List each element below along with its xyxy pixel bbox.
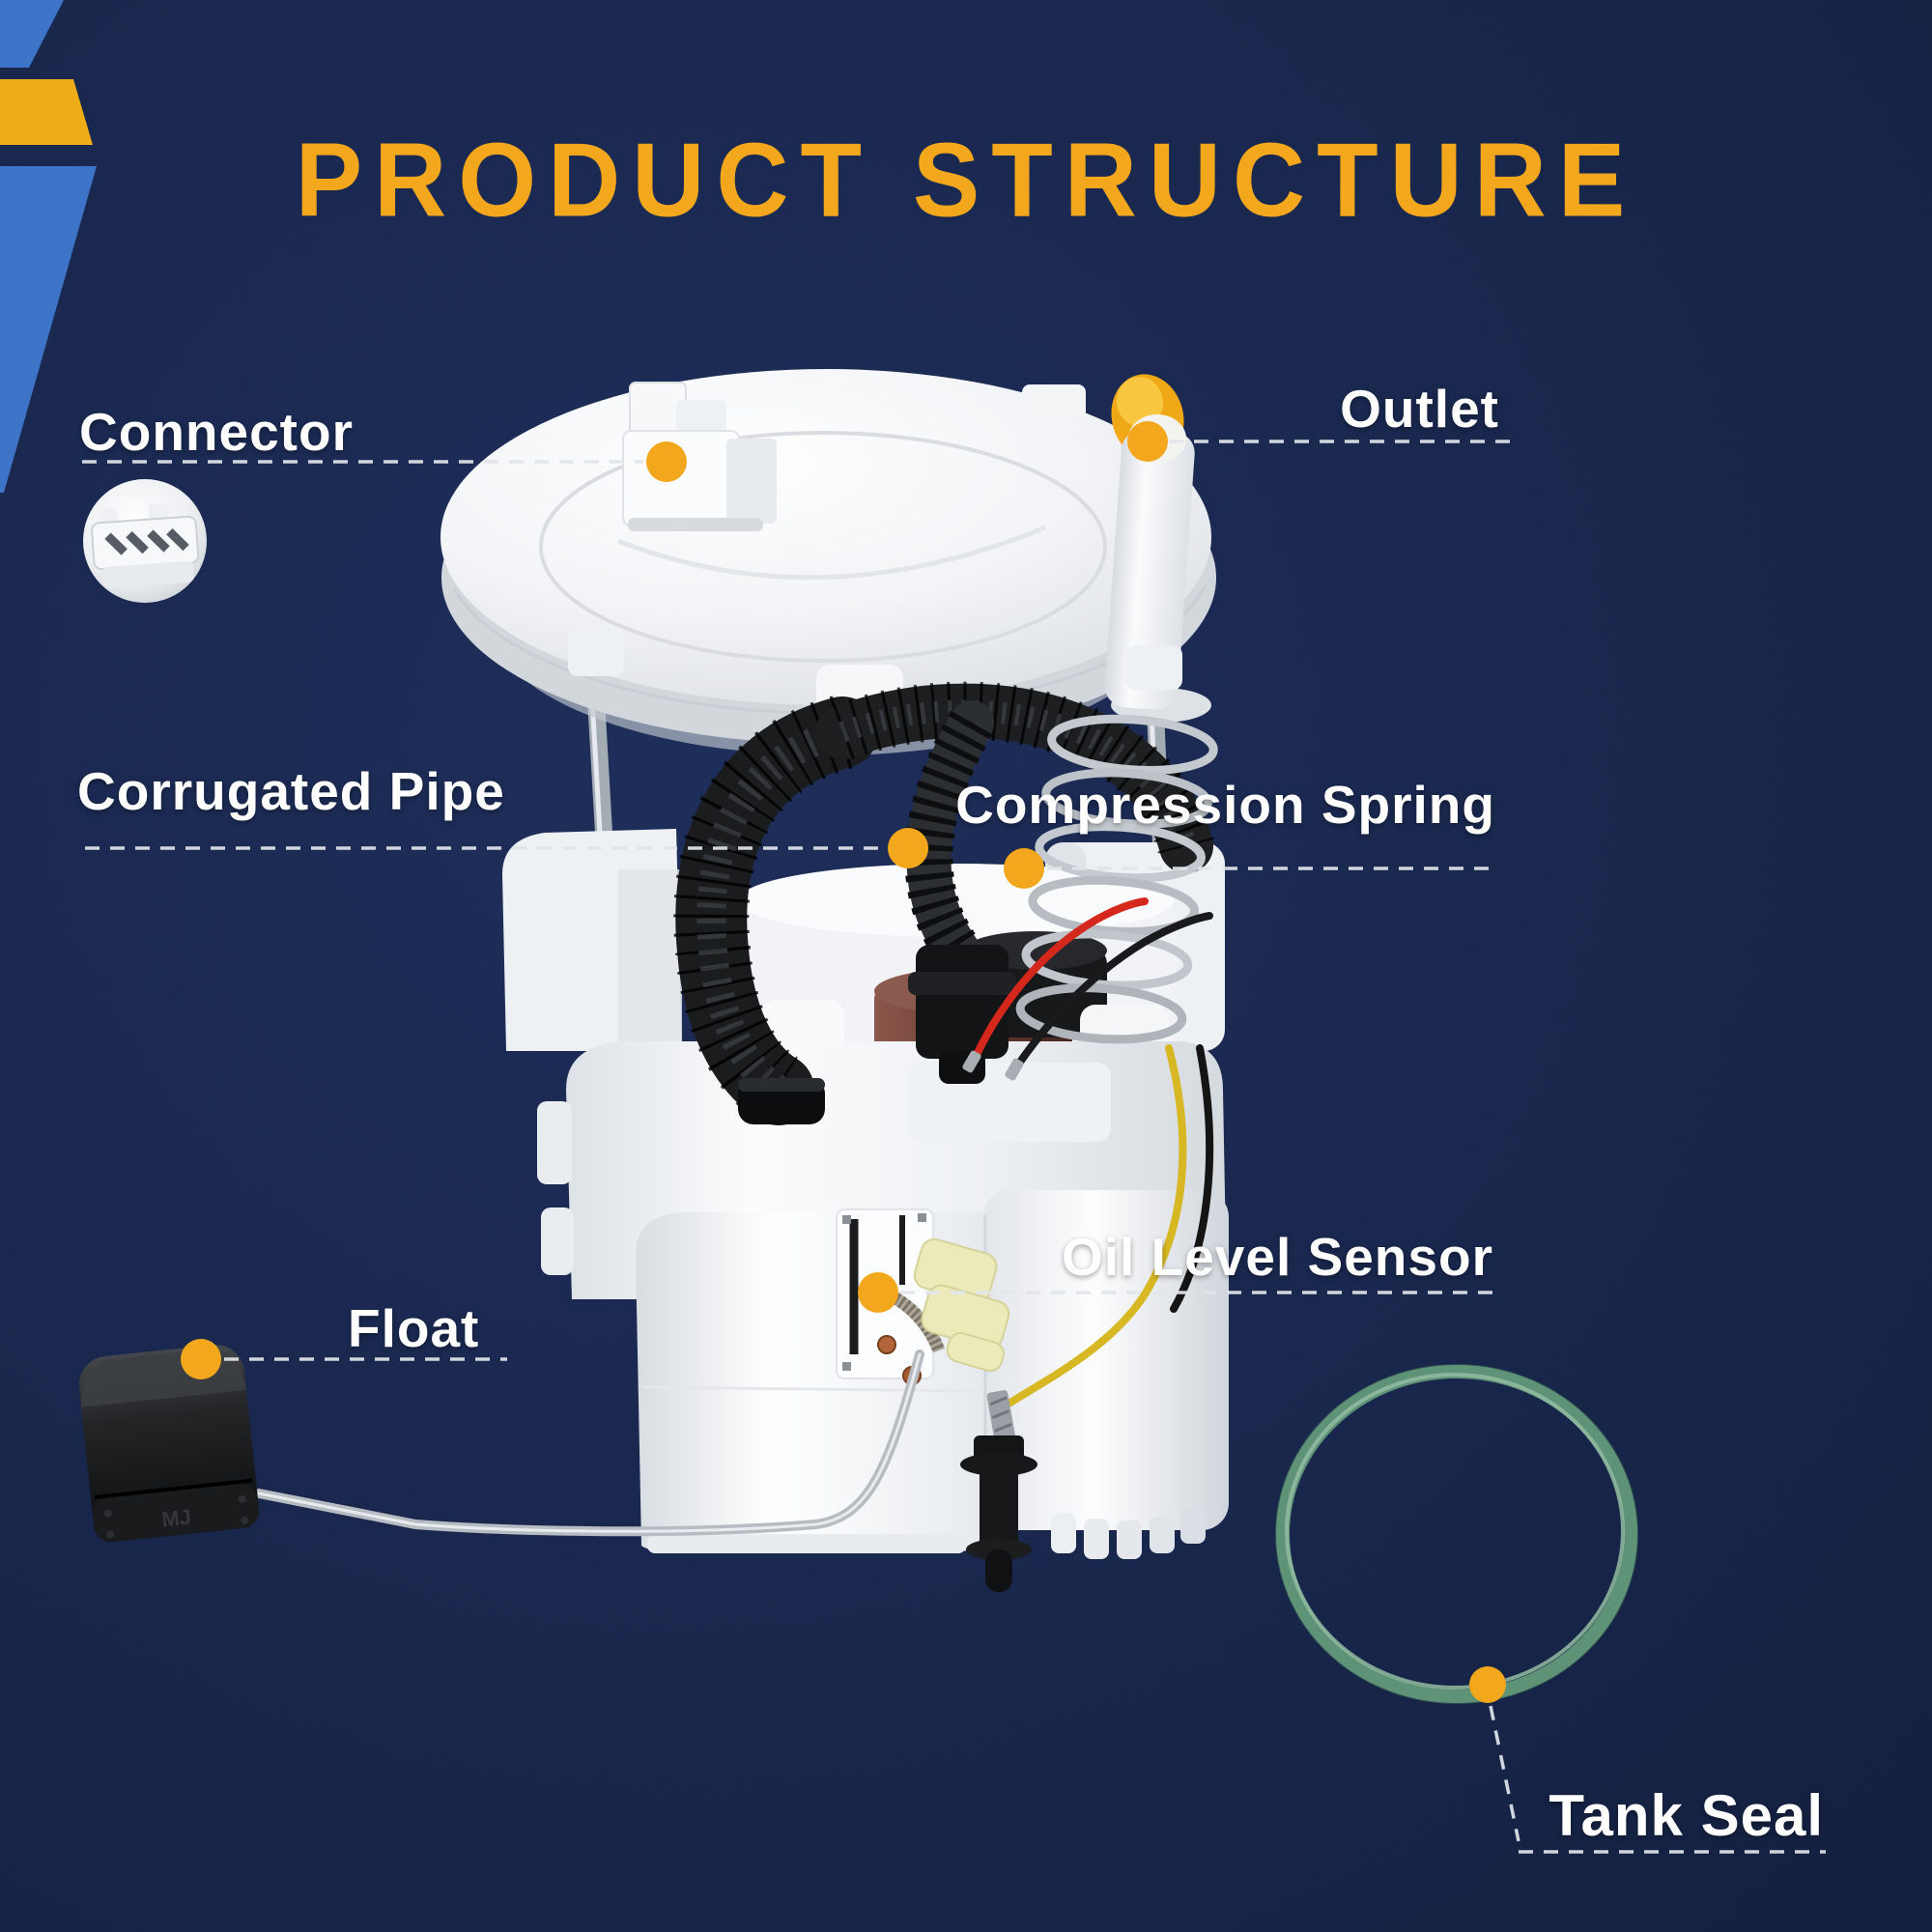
wire-black	[1005, 912, 1213, 1081]
wire-yellow	[1007, 1044, 1214, 1406]
label-connector: Connector	[79, 402, 354, 462]
float-arm-highlight	[257, 1352, 922, 1533]
float-marking-text: MJ	[160, 1505, 192, 1532]
wire-red	[962, 897, 1149, 1073]
braided-hose-top-arc	[815, 681, 1215, 873]
crimp-terminal	[986, 1390, 1017, 1450]
corner-stripes	[0, 0, 97, 493]
marker-oil-level-sensor	[858, 1272, 898, 1313]
marker-tank-seal	[1469, 1666, 1506, 1703]
label-outlet: Outlet	[1340, 379, 1499, 439]
page-title: PRODUCT STRUCTURE	[295, 122, 1637, 240]
compression-spring-coil	[1015, 714, 1218, 1044]
stripe-blue-top	[0, 0, 64, 68]
drain-plug	[960, 1435, 1037, 1592]
stripe-blue-large	[0, 166, 97, 493]
label-tank-seal: Tank Seal	[1548, 1783, 1824, 1848]
stripe-yellow	[0, 79, 93, 145]
marker-dots	[181, 421, 1506, 1703]
marker-corrugated-pipe	[888, 828, 928, 868]
rod-boss-right-top	[1126, 645, 1182, 690]
outlet-tube	[1104, 374, 1211, 723]
label-compression-spring: Compression Spring	[955, 775, 1495, 835]
float: MJ	[78, 1345, 260, 1543]
connector-inset-icon	[83, 479, 207, 603]
braided-hose	[673, 696, 878, 1125]
corrugated-tube	[904, 700, 1016, 1084]
tank-seal-ring	[1275, 1364, 1638, 1704]
leader-lines	[82, 440, 1826, 1854]
marker-float	[181, 1339, 221, 1379]
marker-outlet	[1127, 421, 1168, 462]
label-float: Float	[348, 1298, 480, 1358]
marker-connector	[646, 441, 687, 482]
pump-assembly: MJ	[78, 369, 1229, 1592]
label-corrugated-pipe: Corrugated Pipe	[77, 761, 505, 821]
label-oil-level-sensor: Oil Level Sensor	[1061, 1227, 1493, 1287]
rod-boss-left-top	[568, 630, 624, 676]
marker-compression-spring	[1004, 848, 1044, 889]
